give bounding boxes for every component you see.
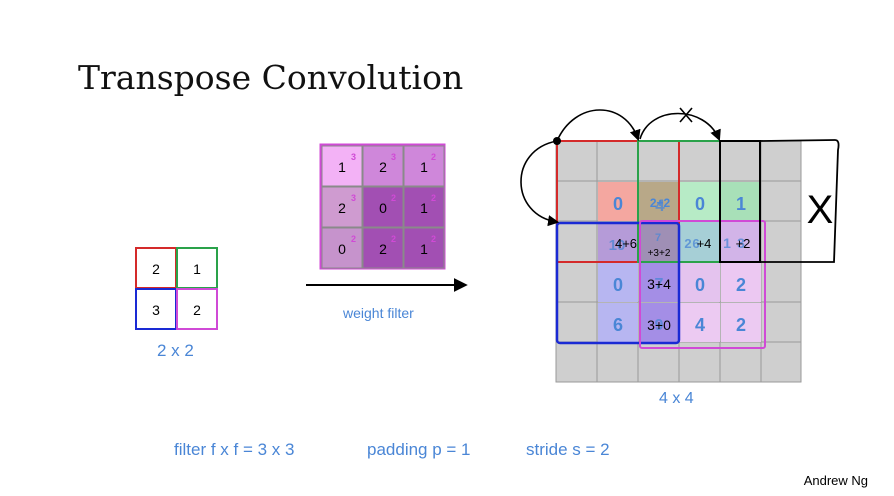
- filter-cell: [362, 227, 404, 269]
- input-value: 2: [193, 302, 201, 318]
- output-value: +2: [736, 236, 751, 251]
- output-cell-fill: [721, 263, 761, 302]
- input-value: 1: [193, 261, 201, 277]
- overlay-label: 1: [723, 235, 731, 251]
- overlay-label: 9: [655, 317, 664, 334]
- input-cell-4: [176, 288, 218, 330]
- output-cell-fill: [598, 222, 638, 262]
- overlay-label: 4: [655, 196, 665, 215]
- output-cell-fill: [680, 263, 720, 302]
- input-matrix: 2 1 3 2: [135, 247, 218, 330]
- filter-size-label: filter f x f = 3 x 3: [174, 440, 295, 459]
- filter-value: 2: [379, 241, 387, 257]
- overlay-label: 6: [692, 236, 699, 251]
- output-cell-fill: [598, 263, 638, 302]
- filter-cell: [403, 145, 445, 187]
- output-value: +3+2: [648, 248, 671, 259]
- filter-cell: [362, 145, 404, 187]
- output-cell-fill: [639, 182, 679, 221]
- filter-cell: [403, 186, 445, 228]
- extension-outline: [759, 139, 840, 263]
- magenta-filter-outline: [639, 220, 766, 349]
- output-cell-fill: [639, 303, 679, 342]
- output-caption: 4 x 4: [659, 390, 694, 407]
- input-cell-1: [135, 247, 177, 289]
- filter-cell: [403, 227, 445, 269]
- output-value: 0: [613, 275, 623, 295]
- output-cell-fill: [639, 263, 679, 302]
- output-value: +4: [697, 236, 712, 251]
- filter-superscript: 2: [391, 234, 396, 244]
- output-cell-fill: [598, 182, 638, 221]
- output-grid: 4 10 7 2 6 1 3 7 9 0 2+2 0 1 4+6 +3+2 +4…: [520, 107, 840, 383]
- filter-superscript: 2: [431, 193, 436, 203]
- output-value: 2: [736, 315, 746, 335]
- filter-superscript: 2: [351, 234, 356, 244]
- padding-label: padding p = 1: [367, 440, 471, 459]
- output-value: 1: [736, 194, 746, 214]
- input-cell-2: [176, 247, 218, 289]
- filter-superscript: 2: [391, 193, 396, 203]
- input-value: 2: [152, 261, 160, 277]
- output-cell-fill: [721, 222, 761, 262]
- output-cell-fill: [680, 303, 720, 342]
- overlay-label: 10: [609, 237, 626, 254]
- overlay-label: 7: [655, 276, 664, 293]
- red-filter-outline: [556, 140, 680, 263]
- output-cell-fill: [598, 303, 638, 342]
- filter-value: 0: [338, 241, 346, 257]
- filter-value: 1: [420, 241, 428, 257]
- black-filter-outline: [719, 140, 761, 263]
- output-cell-fill: [680, 222, 720, 262]
- overlay-label: 3: [737, 235, 745, 251]
- stride-label: stride s = 2: [526, 440, 610, 459]
- filter-superscript: 3: [391, 152, 396, 162]
- output-cell-fill: [721, 182, 761, 221]
- slide-title: Transpose Convolution: [78, 58, 464, 97]
- output-value: 0: [695, 275, 705, 295]
- output-value: 4+6: [615, 236, 637, 251]
- filter-value: 1: [420, 159, 428, 175]
- filter-value: 2: [338, 200, 346, 216]
- output-value: 3+4: [647, 276, 671, 292]
- overlay-label: 7: [655, 232, 661, 244]
- output-value: 4: [695, 315, 705, 335]
- cross-mark: [679, 107, 693, 123]
- weight-filter: 1 2 1 2 0 1 0 2 1 3 3 2 3 2 2 2 2 2: [319, 143, 446, 270]
- filter-superscript: 3: [351, 152, 356, 162]
- blue-filter-outline: [555, 221, 681, 345]
- author-credit: Andrew Ng: [803, 473, 868, 488]
- filter-superscript: 3: [351, 193, 356, 203]
- filter-value: 1: [338, 159, 346, 175]
- output-value: 3+0: [647, 317, 671, 333]
- stride-arrow-left: [520, 140, 560, 227]
- output-value: 2+2: [650, 196, 671, 210]
- filter-superscript: 2: [431, 234, 436, 244]
- output-value: 0: [613, 194, 623, 214]
- output-cell-fill: [639, 222, 679, 262]
- overlay-label: 2: [684, 236, 691, 251]
- input-caption: 2 x 2: [157, 341, 194, 360]
- output-value: 6: [613, 315, 623, 335]
- filter-superscript: 2: [431, 152, 436, 162]
- output-value: 2: [736, 275, 746, 295]
- filter-cell: [321, 186, 363, 228]
- output-value: 0: [695, 194, 705, 214]
- filter-cell: [321, 145, 363, 187]
- input-value: 3: [152, 302, 160, 318]
- stride-arrow-top-crossed: [639, 112, 721, 142]
- filter-caption: weight filter: [343, 305, 414, 321]
- filter-value: 2: [379, 159, 387, 175]
- output-cell-fill: [721, 303, 761, 342]
- filter-cell: [321, 227, 363, 269]
- input-cell-3: [135, 288, 177, 330]
- output-cell-fill: [680, 182, 720, 221]
- stride-arrow-top: [556, 109, 641, 142]
- annotation-x: X: [807, 188, 834, 232]
- filter-cell: [362, 186, 404, 228]
- filter-value: 1: [420, 200, 428, 216]
- filter-value: 0: [379, 200, 387, 216]
